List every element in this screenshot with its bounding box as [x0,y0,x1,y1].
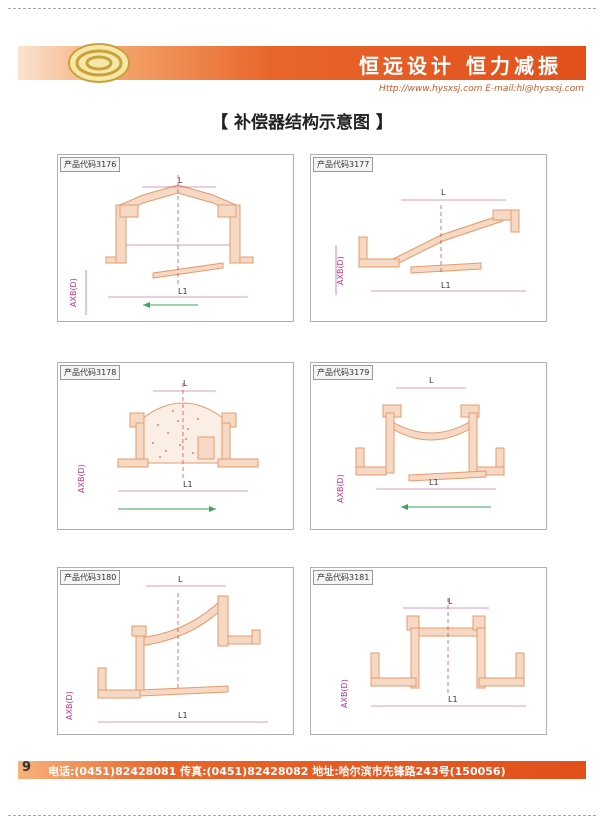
dim-label-L: L [448,597,453,606]
dim-label-L1: L1 [183,480,193,489]
axis-label: AXB(D) [336,474,345,503]
diagram-panel-3180: L L1 AXB(D) 产品代码3180 [57,567,294,735]
compensator-diagram-3176: L L1 AXB(D) [69,175,254,315]
axis-label: AXB(D) [69,278,78,307]
axis-label: AXB(D) [77,464,86,493]
dim-label-L1: L1 [178,711,188,720]
footer-contact: 电话:(0451)82428081 传真:(0451)82428082 地址:哈… [48,765,506,778]
dim-label-L1: L1 [429,478,439,487]
product-code-label: 产品代码3179 [313,365,374,380]
company-logo [68,43,130,83]
product-code-label: 产品代码3180 [60,570,121,585]
footer-bar [18,761,586,779]
dim-label-L: L [178,176,183,185]
dim-label-L1: L1 [441,281,451,290]
diagram-panel-3177: L L1 AXB(D) 产品代码3177 [310,154,547,322]
dim-label-L: L [178,575,183,584]
compensator-diagram-3179: L L1 AXB(D) [336,376,505,510]
top-dashed-rule [8,8,596,9]
axis-label: AXB(D) [336,256,345,285]
product-code-label: 产品代码3176 [60,157,121,172]
bottom-dashed-rule [8,815,596,816]
dim-label-L: L [441,188,446,197]
product-code-label: 产品代码3181 [313,570,374,585]
dim-label-L: L [429,376,434,385]
diagram-panel-3178: L L1 AXB(D) 产品代码3178 [57,362,294,530]
diagram-panel-3181: L L1 AXB(D) 产品代码3181 [310,567,547,735]
page-number: 9 [22,760,32,775]
diagram-panel-3176: L L1 AXB(D) 产品代码3176 [57,154,294,322]
axis-label: AXB(D) [65,691,74,720]
compensator-diagram-3180: L L1 AXB(D) [65,575,268,723]
axis-label: AXB(D) [340,679,349,708]
dim-label-L: L [183,379,188,388]
compensator-diagram-3177: L L1 AXB(D) [335,188,526,295]
diagram-panel-3179: L L1 AXB(D) 产品代码3179 [310,362,547,530]
page-title: 【 补偿器结构示意图 】 [211,113,393,133]
product-code-label: 产品代码3177 [313,157,374,172]
dim-label-L1: L1 [178,287,188,296]
header-contact: Http://www.hysxsj.com E-mail:hl@hysxsj.c… [379,84,584,94]
product-code-label: 产品代码3178 [60,365,121,380]
dim-label-L1: L1 [448,695,458,704]
compensator-diagram-3178: L L1 AXB(D) [77,379,259,512]
compensator-diagram-3181: L L1 AXB(D) [340,597,526,708]
header-slogan: 恒远设计 恒力减振 [359,54,562,78]
